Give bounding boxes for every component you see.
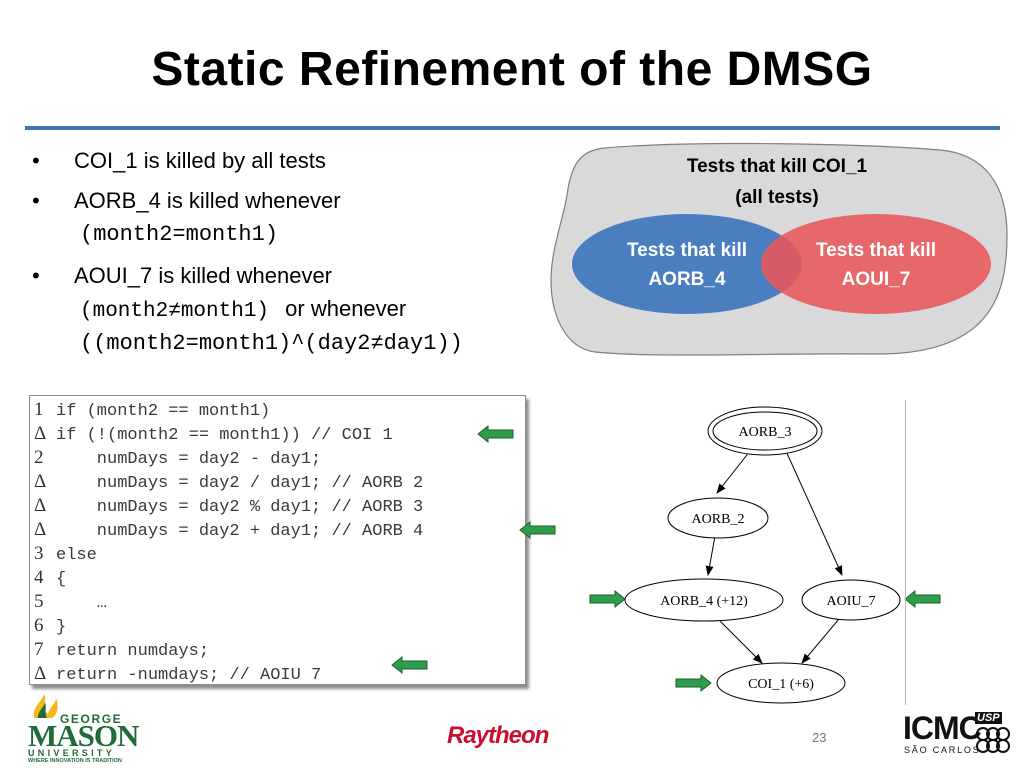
graph-node-aorb2: AORB_2 [667,497,769,539]
code-line: 1 if (month2 == month1) [34,398,270,422]
page-title: Static Refinement of the DMSG [151,43,873,96]
venn-right-label-2: AOUI_7 [842,269,911,290]
bullet-marker: • [32,188,40,213]
line-number: Δ [34,519,47,540]
line-number: Δ [34,495,47,516]
venn-left-label-2: AORB_4 [648,269,726,290]
condition-connector: or whenever [285,296,407,321]
line-number: 4 [34,567,44,588]
divider [905,400,906,705]
left-arrow-icon [391,655,428,675]
code-line: Δ numDays = day2 + day1; // AORB 4 [34,518,423,542]
left-arrow-icon [477,424,514,444]
line-number: 7 [34,639,44,660]
line-number: 3 [34,543,44,564]
line-source: … [56,594,108,613]
raytheon-logo: Raytheon [447,722,549,749]
bullet-text: AOUI_7 is killed whenever [74,263,333,288]
condition-code: (month2≠month1) [80,300,270,323]
node-label: AOIU_7 [827,594,876,609]
code-line: 7 return numdays; [34,638,209,662]
bullet-marker: • [32,148,40,173]
graph-edge [705,535,716,576]
graph-node-aorb3: AORB_3 [707,406,823,456]
line-source: { [56,570,67,589]
gmu-flame-icon [33,694,58,718]
bullet-text: COI_1 is killed by all tests [74,148,326,173]
code-line: 2 numDays = day2 - day1; [34,446,321,470]
line-number: 6 [34,615,44,636]
gmu-mason: MASON [28,718,139,753]
sao-carlos: SÃO CARLOS [904,745,981,755]
gmu-university: UNIVERSITY [28,748,116,758]
icmc-logo: ICMC USP SÃO CARLOS [903,710,1013,760]
page-number: 23 [812,730,827,745]
bullet-aorb4-condition: (month2=month1) [80,222,279,247]
graph-edge [801,618,840,664]
icmc-wordmark: ICMC [903,710,982,746]
line-number: 2 [34,447,44,468]
line-source: if (!(month2 == month1)) // COI 1 [56,426,393,445]
venn-diagram: Tests that kill COI_1 (all tests) Tests … [550,142,1008,356]
graph-node-aoiu7: AOIU_7 [801,579,901,621]
subsumption-graph: AORB_3 AORB_2 AORB_4 (+12) AOIU_7 COI_1 … [624,406,901,704]
line-number: 1 [34,399,44,420]
line-source: return -numdays; // AOIU 7 [56,666,322,685]
node-label: COI_1 (+6) [748,677,814,692]
title-divider [25,126,1000,130]
line-source: } [56,618,67,637]
venn-left-set [572,214,802,314]
venn-outer-label-1: Tests that kill COI_1 [687,156,868,177]
graph-edge [785,450,843,576]
code-line: 3 else [34,542,97,566]
line-number: Δ [34,423,47,444]
usp-knot-icon [976,727,1010,753]
graph-node-aorb4: AORB_4 (+12) [624,578,784,622]
code-line: Δ numDays = day2 / day1; // AORB 2 [34,470,423,494]
code-line: Δ numDays = day2 % day1; // AORB 3 [34,494,423,518]
line-source: numDays = day2 / day1; // AORB 2 [56,474,424,493]
line-source: numDays = day2 - day1; [56,450,322,469]
usp-wordmark: USP [975,712,1002,724]
right-arrow-icon [675,673,712,693]
gmu-logo: GEORGE MASON UNIVERSITY WHERE INNOVATION… [28,692,139,764]
line-number: Δ [34,663,47,684]
line-source: numDays = day2 + day1; // AORB 4 [56,522,424,541]
venn-left-label-1: Tests that kill [627,240,747,261]
code-line: 5 … [34,590,107,614]
graph-edge [716,450,751,494]
bullet-marker: • [32,263,40,288]
left-arrow-icon [904,589,941,609]
line-source: if (month2 == month1) [56,402,271,421]
gmu-george: GEORGE [60,712,123,726]
graph-node-coi1: COI_1 (+6) [716,662,846,704]
right-arrow-icon [589,589,626,609]
bullet-text: AORB_4 is killed whenever [74,188,341,213]
node-label: AORB_3 [739,425,792,440]
venn-right-set [761,214,991,314]
line-source: return numdays; [56,642,210,661]
venn-right-label-1: Tests that kill [816,240,936,261]
gmu-tagline: WHERE INNOVATION IS TRADITION [28,758,122,764]
line-source: numDays = day2 % day1; // AORB 3 [56,498,424,517]
line-number: Δ [34,471,47,492]
code-line: 4{ [34,566,66,590]
code-line: 6} [34,614,66,638]
line-source: else [56,546,97,565]
bullet-aoui7-condition-1: (month2≠month1) or whenever [80,296,406,325]
left-arrow-icon [519,520,556,540]
node-label: AORB_4 (+12) [660,594,748,609]
bullet-aoui7-condition-2: ((month2=month1)^(day2≠day1)) [80,331,463,356]
graph-edge [719,620,763,664]
node-label: AORB_2 [692,512,745,527]
venn-outer-label-2: (all tests) [735,187,818,208]
line-number: 5 [34,591,44,612]
